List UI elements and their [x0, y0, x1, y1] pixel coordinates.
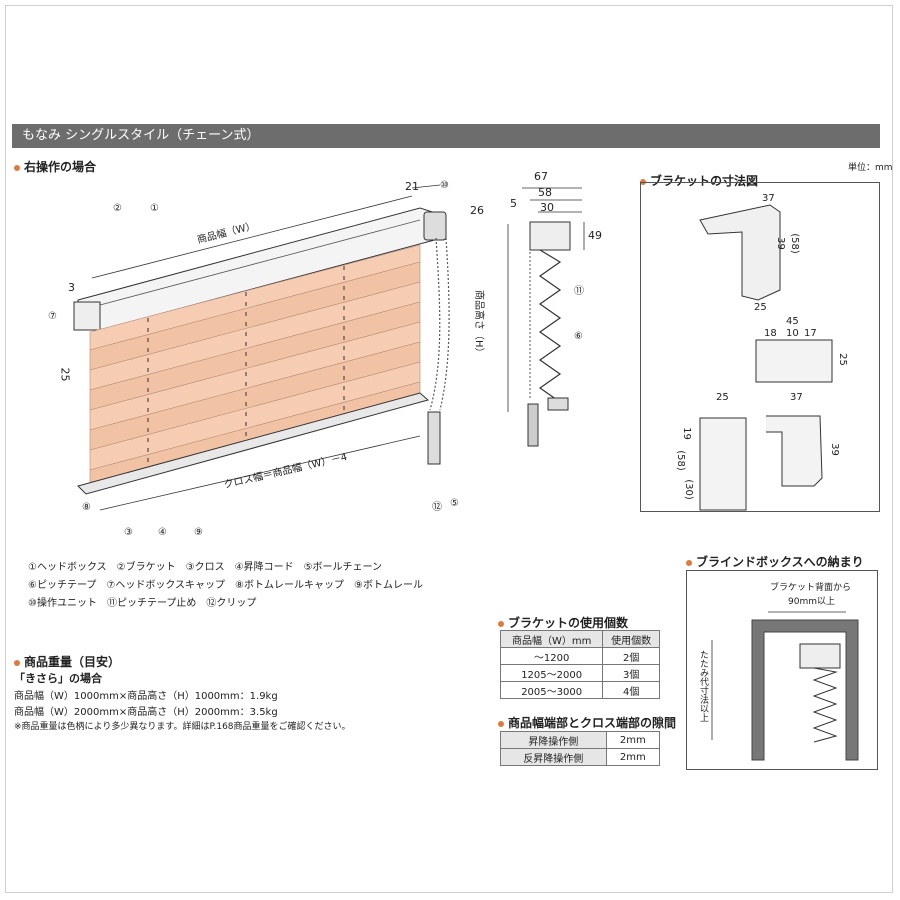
legend-item: ⑥ピッチテープ — [28, 580, 97, 591]
parts-legend: ①ヘッドボックス ②ブラケット ③クロス ④昇降コード ⑤ボールチェーン ⑥ピッチテープ… — [28, 559, 433, 613]
legend-row: ⑩操作ユニット ⑪ピッチテープ止め ⑫クリップ — [28, 595, 433, 613]
table-row: 1205～2000 3個 — [499, 664, 660, 682]
weight-line-2: 商品幅（W）2000mm×商品高さ（H）2000mm：3.5kg — [14, 707, 278, 718]
dim-30: 30 — [540, 201, 554, 214]
callout-2: ② — [113, 203, 122, 214]
table-header: 使用個数 — [602, 630, 660, 648]
legend-item: ②ブラケット — [116, 562, 176, 573]
legend-item: ⑫クリップ — [206, 598, 257, 609]
table-row: ～1200 2個 — [499, 647, 660, 665]
bracket-dim-30: (30) — [682, 479, 694, 500]
blind-box-frame — [686, 570, 878, 770]
legend-item: ⑩操作ユニット — [28, 598, 97, 609]
section-bracket-dims: ブラケットの寸法図 — [640, 172, 758, 189]
weight-note: ※商品重量は色柄により多少異なります。詳細はP.168商品重量をご確認ください。 — [14, 722, 351, 732]
legend-item: ①ヘッドボックス — [28, 562, 107, 573]
bracket-dim-17: 17 — [804, 328, 817, 339]
table-cell: 1205～2000 — [499, 664, 604, 682]
bracket-dim-37: 37 — [762, 193, 775, 204]
bracket-dim-37b: 37 — [790, 392, 803, 403]
bullet-icon — [14, 659, 20, 666]
page-title: もなみ シングルスタイル（チェーン式） — [12, 124, 880, 148]
dim-26: 26 — [470, 204, 484, 217]
callout-8: ⑧ — [82, 502, 91, 513]
bullet-icon — [14, 164, 20, 171]
legend-item: ③クロス — [185, 562, 225, 573]
table-cell: 2mm — [605, 748, 661, 766]
bracket-dim-25c: 25 — [716, 392, 729, 403]
bracket-dim-25b: 25 — [836, 353, 848, 366]
bracket-dim-19: 19 — [680, 427, 692, 440]
section-weight: 商品重量（目安） — [14, 653, 120, 670]
dim-5: 5 — [510, 197, 517, 210]
table-cell: 4個 — [602, 681, 660, 699]
callout-10: ⑩ — [440, 180, 449, 191]
callout-3: ③ — [124, 527, 133, 538]
table-row: 反昇降操作側 2mm — [500, 748, 661, 766]
unit-note: 単位：mm — [848, 163, 893, 173]
section-blind-box: ブラインドボックスへの納まり — [686, 553, 864, 570]
bracket-dim-58: (58) — [788, 233, 800, 254]
table-cell: 2個 — [602, 647, 660, 665]
page-frame — [5, 5, 893, 893]
dim-49: 49 — [588, 229, 602, 242]
height-label: 商品高さ（H） — [473, 290, 484, 358]
table-cell: 2005～3000 — [499, 681, 604, 699]
section-right-operation: 右操作の場合 — [14, 158, 96, 175]
section-gap: 商品幅端部とクロス端部の隙間 — [498, 714, 676, 731]
legend-row: ⑥ピッチテープ ⑦ヘッドボックスキャップ ⑧ボトムレールキャップ ⑨ボトムレール — [28, 577, 433, 595]
table-cell: 昇降操作側 — [500, 731, 607, 749]
callout-1: ① — [150, 203, 159, 214]
callout-6: ⑥ — [574, 331, 583, 342]
bracket-dim-39b: 39 — [828, 443, 840, 456]
table-cell: 2mm — [605, 731, 661, 749]
bracket-back-90: 90mm以上 — [788, 597, 835, 607]
bullet-icon — [498, 720, 504, 727]
dim-67: 67 — [534, 170, 548, 183]
dim-21: 21 — [405, 180, 419, 193]
bracket-dim-25: 25 — [754, 302, 767, 313]
bracket-dim-39: 39 — [774, 237, 786, 250]
dim-58: 58 — [538, 186, 552, 199]
bracket-dim-45: 45 — [786, 316, 799, 327]
section-bracket-count: ブラケットの使用個数 — [498, 614, 628, 631]
callout-9: ⑨ — [194, 527, 203, 538]
dim-25: 25 — [58, 367, 72, 382]
weight-line-1: 商品幅（W）1000mm×商品高さ（H）1000mm：1.9kg — [14, 691, 278, 702]
callout-12: ⑫ — [432, 502, 442, 513]
bracket-dim-58b: (58) — [674, 450, 686, 471]
bracket-dim-10: 10 — [786, 328, 799, 339]
bracket-dim-18: 18 — [764, 328, 777, 339]
bullet-icon — [640, 178, 646, 185]
callout-5: ⑤ — [450, 498, 459, 509]
legend-row: ①ヘッドボックス ②ブラケット ③クロス ④昇降コード ⑤ボールチェーン — [28, 559, 433, 577]
bracket-count-table: 商品幅（W）mm 使用個数 ～1200 2個 1205～2000 3個 2005… — [499, 630, 660, 699]
table-cell: ～1200 — [499, 647, 604, 665]
table-header: 商品幅（W）mm — [499, 630, 604, 648]
legend-item: ⑪ピッチテープ止め — [106, 598, 197, 609]
bullet-icon — [498, 620, 504, 627]
callout-7: ⑦ — [48, 311, 57, 322]
callout-4: ④ — [158, 527, 167, 538]
gap-table: 昇降操作側 2mm 反昇降操作側 2mm — [500, 731, 661, 766]
fold-label: たたみ代寸法以上 — [698, 650, 708, 722]
legend-item: ⑦ヘッドボックスキャップ — [106, 580, 226, 591]
bullet-icon — [686, 559, 692, 566]
legend-item: ⑤ボールチェーン — [303, 562, 383, 573]
callout-11: ⑪ — [574, 286, 584, 297]
bracket-dims-box — [640, 182, 880, 512]
table-cell: 反昇降操作側 — [500, 748, 607, 766]
legend-item: ⑨ボトムレール — [354, 580, 423, 591]
table-header-row: 商品幅（W）mm 使用個数 — [499, 630, 660, 648]
table-row: 昇降操作側 2mm — [500, 731, 661, 749]
dim-3: 3 — [68, 281, 75, 294]
table-cell: 3個 — [602, 664, 660, 682]
legend-item: ⑧ボトムレールキャップ — [235, 580, 345, 591]
legend-item: ④昇降コード — [234, 562, 294, 573]
bracket-back-label: ブラケット背面から — [770, 583, 852, 593]
table-row: 2005～3000 4個 — [499, 681, 660, 699]
weight-subtitle: 「きさら」の場合 — [14, 672, 102, 685]
